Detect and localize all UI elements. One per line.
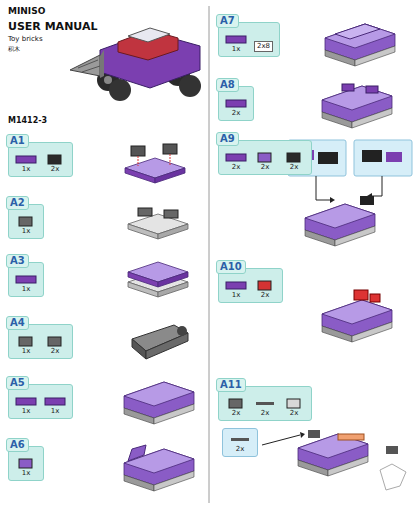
part-count: 2x	[236, 445, 245, 454]
part-item: 1x	[15, 335, 37, 356]
part-count: 1x	[22, 165, 31, 174]
part-icon	[44, 335, 66, 347]
part-item: 1x	[15, 457, 37, 478]
step-number: A1	[6, 134, 29, 148]
part-item: 2x	[283, 151, 305, 172]
part-icon	[15, 215, 37, 227]
step-number: A10	[216, 260, 246, 274]
parts-box: A21x	[8, 204, 44, 239]
parts-box: A11x2x	[8, 142, 73, 177]
step-number: A3	[6, 254, 29, 268]
part-count: 2x	[51, 165, 60, 174]
manual-title: USER MANUAL	[8, 20, 97, 33]
parts-box: A112x2x2x	[218, 386, 312, 421]
parts-box: A92x2x2x	[218, 140, 312, 175]
part-icon	[254, 151, 276, 163]
parts-box: A31x	[8, 262, 44, 297]
part-count: 1x	[22, 407, 31, 416]
part-icon	[225, 97, 247, 109]
part-count: 1x	[22, 285, 31, 294]
step-number: A4	[6, 316, 29, 330]
part-item: 2x	[229, 433, 251, 454]
part-icon	[15, 153, 37, 165]
parts-box: A71x2x8	[218, 22, 280, 57]
part-item: 2x	[254, 279, 276, 300]
part-count: 1x	[22, 347, 31, 356]
part-icon	[15, 273, 37, 285]
step-number: A2	[6, 196, 29, 210]
part-size: 2x8	[254, 41, 273, 52]
step-number: A5	[6, 376, 29, 390]
part-item: 2x	[225, 97, 247, 118]
part-item: 2x	[44, 153, 66, 174]
part-item: 1x	[15, 395, 37, 416]
part-count: 2x	[51, 347, 60, 356]
part-count: 2x	[232, 409, 241, 418]
part-icon	[225, 279, 247, 291]
part-item: 2x	[44, 335, 66, 356]
part-item: 2x	[254, 397, 276, 418]
part-count: 1x	[51, 407, 60, 416]
part-item: 1x	[15, 215, 37, 236]
part-icon	[225, 151, 247, 163]
part-count: 1x	[232, 45, 241, 54]
part-count: 2x	[290, 163, 299, 172]
callout-box: 2x	[222, 428, 258, 457]
part-item: 1x	[15, 153, 37, 174]
part-item: 2x	[283, 397, 305, 418]
step-number: A7	[216, 14, 239, 28]
part-icon	[254, 279, 276, 291]
part-count: 1x	[232, 291, 241, 300]
part-item: 1x	[225, 33, 247, 54]
step-number: A11	[216, 378, 246, 392]
part-icon	[229, 433, 251, 445]
car-illustration	[70, 28, 201, 101]
parts-box: A101x2x	[218, 268, 283, 303]
step-number: A6	[6, 438, 29, 452]
part-count: 2x	[261, 409, 270, 418]
parts-box: A41x2x	[8, 324, 73, 359]
part-icon	[283, 397, 305, 409]
part-icon	[15, 395, 37, 407]
part-item: 1x	[15, 273, 37, 294]
part-item: 2x	[254, 151, 276, 172]
part-item: 2x8	[254, 41, 273, 54]
part-icon	[225, 33, 247, 45]
model-number: M1412-3	[8, 116, 47, 126]
part-count: 2x	[290, 409, 299, 418]
part-count: 1x	[22, 469, 31, 478]
part-icon	[15, 335, 37, 347]
part-icon	[44, 153, 66, 165]
part-item: 2x	[225, 151, 247, 172]
parts-box: A61x	[8, 446, 44, 481]
step-number: A8	[216, 78, 239, 92]
part-item: 1x	[225, 279, 247, 300]
part-item: 1x	[44, 395, 66, 416]
brand-name: MINISO	[8, 6, 45, 17]
part-count: 1x	[22, 227, 31, 236]
subtitle: Toy bricks	[8, 35, 43, 44]
parts-box: A51x1x	[8, 384, 73, 419]
part-icon	[44, 395, 66, 407]
parts-box: A82x	[218, 86, 254, 121]
part-count: 2x	[232, 163, 241, 172]
part-count: 2x	[261, 163, 270, 172]
part-icon	[15, 457, 37, 469]
part-icon	[283, 151, 305, 163]
part-count: 2x	[232, 109, 241, 118]
subtitle-cn: 积木	[8, 45, 20, 53]
part-icon	[225, 397, 247, 409]
part-item: 2x	[225, 397, 247, 418]
part-icon	[254, 397, 276, 409]
part-count: 2x	[261, 291, 270, 300]
step-number: A9	[216, 132, 239, 146]
